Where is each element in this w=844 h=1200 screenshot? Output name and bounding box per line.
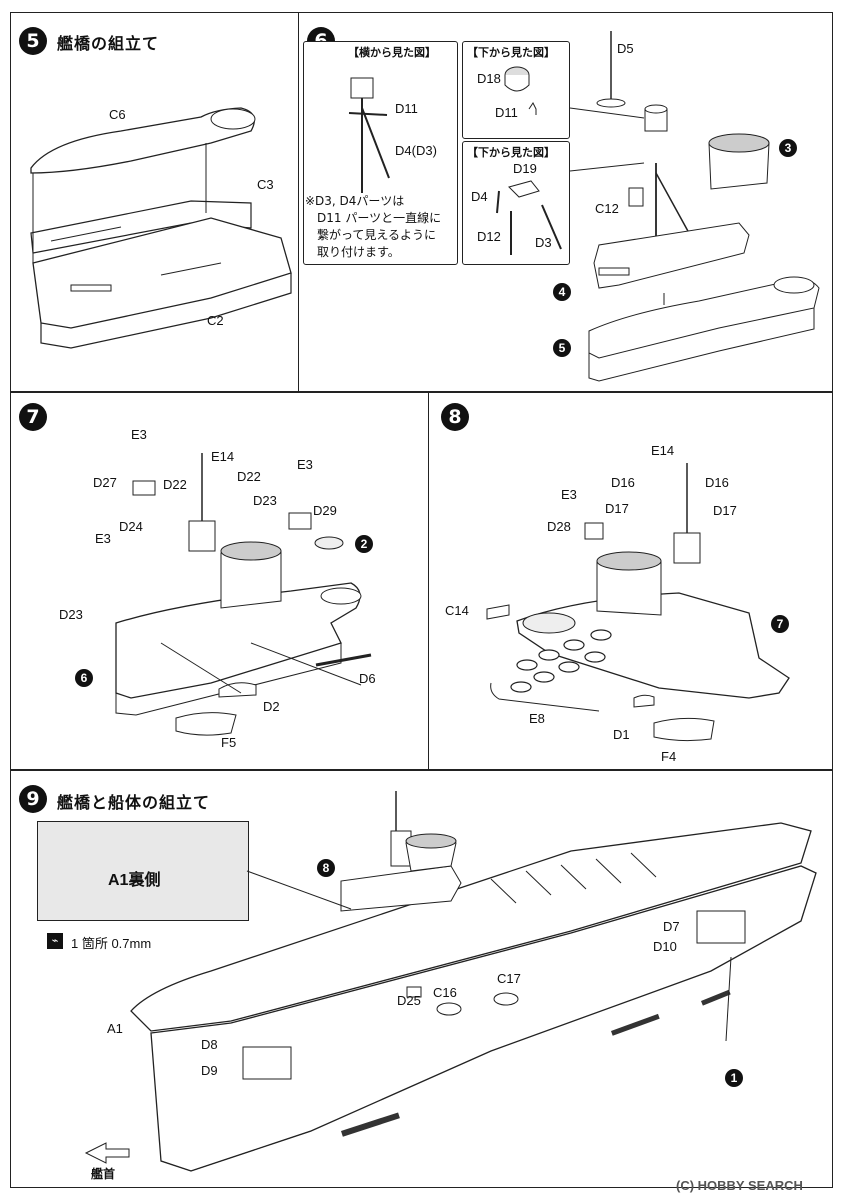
side-view-heading: 【横から見た図】 — [348, 46, 436, 59]
label-d4: D4 — [471, 189, 488, 204]
step7-drawing — [115, 453, 372, 736]
label-c16: C16 — [433, 985, 457, 1000]
label-d7: D7 — [663, 919, 680, 934]
step7-number: 7 — [19, 403, 47, 431]
label-d23-b: D23 — [59, 607, 83, 622]
label-d5: D5 — [617, 41, 634, 56]
ref-2: 2 — [355, 535, 373, 553]
note-line-4: 取り付けます。 — [317, 245, 400, 259]
a1-underside-inset: A1裏側 — [37, 821, 249, 921]
note-line-3: 繋がって見えるように — [317, 228, 437, 242]
label-d9: D9 — [201, 1063, 218, 1078]
label-d10: D10 — [653, 939, 677, 954]
label-d27: D27 — [93, 475, 117, 490]
ref-6: 6 — [75, 669, 93, 687]
label-e3-b: E3 — [297, 457, 313, 472]
step8-drawing — [486, 463, 790, 742]
label-d1: D1 — [613, 727, 630, 742]
label-c12: C12 — [595, 201, 619, 216]
step7-panel: 7 E3 D27 D22 E14 D22 D23 E3 D29 D24 E3 D… — [10, 392, 430, 770]
label-e3: E3 — [561, 487, 577, 502]
step6-panel: 6 【横から見た図】 【下から見た図】 【下から見た図】 — [298, 12, 833, 392]
step8-panel: 8 E14 D16 D16 E3 D17 D17 D28 C14 E8 D1 — [428, 392, 833, 770]
bow-label: 艦首 — [91, 1167, 116, 1181]
label-a1: A1 — [107, 1021, 123, 1036]
label-e3-c: E3 — [95, 531, 111, 546]
step9-drawing — [84, 791, 817, 1172]
label-d12: D12 — [477, 229, 501, 244]
bottom-view-heading-1: 【下から見た図】 — [467, 46, 555, 59]
ref-1: 1 — [725, 1069, 743, 1087]
label-d11-side: D11 — [395, 101, 418, 116]
ref-4: 4 — [553, 283, 571, 301]
note-line-1: ※D3, D4パーツは — [305, 194, 405, 208]
label-d4-d3: D4(D3) — [395, 143, 437, 158]
label-c14: C14 — [445, 603, 469, 618]
label-d8: D8 — [201, 1037, 218, 1052]
step5-title: 艦橋の組立て — [57, 34, 160, 53]
step9-panel: 9 艦橋と船体の組立て A1裏側 ⌁ 1 箇所 0.7mm — [10, 770, 833, 1188]
label-d11-bottom: D11 — [495, 105, 518, 120]
inset-title: A1裏側 — [108, 872, 161, 889]
ref-7: 7 — [771, 615, 789, 633]
watermark: (C) HOBBY SEARCH — [676, 1178, 803, 1193]
step8-number: 8 — [441, 403, 469, 431]
step5-panel: 5 艦橋の組立て C6 C3 C2 — [10, 12, 300, 392]
label-d25: D25 — [397, 993, 421, 1008]
label-d23-a: D23 — [253, 493, 277, 508]
label-d29: D29 — [313, 503, 337, 518]
ref-3: 3 — [779, 139, 797, 157]
label-d3: D3 — [535, 235, 552, 250]
label-e3-a: E3 — [131, 427, 147, 442]
side-view-box: 【横から見た図】 — [303, 41, 458, 265]
ref-5: 5 — [553, 339, 571, 357]
label-e8: E8 — [529, 711, 545, 726]
label-d28: D28 — [547, 519, 571, 534]
label-e14: E14 — [651, 443, 675, 458]
label-e14: E14 — [211, 449, 235, 464]
step9-title: 艦橋と船体の組立て — [57, 793, 211, 812]
step5-number: 5 — [19, 27, 47, 55]
step6-drawing — [348, 31, 820, 382]
step9-number: 9 — [19, 785, 47, 813]
label-d19: D19 — [513, 161, 537, 176]
drill-note: 1 箇所 0.7mm — [71, 936, 152, 951]
label-c6: C6 — [109, 107, 126, 122]
label-c17: C17 — [497, 971, 521, 986]
label-d2: D2 — [263, 699, 280, 714]
label-d22-a: D22 — [163, 477, 187, 492]
step6-note: ※D3, D4パーツは D11 パーツと一直線に 繋がって見えるように 取り付け… — [305, 193, 441, 261]
label-d17-b: D17 — [713, 503, 737, 518]
label-d6: D6 — [359, 671, 376, 686]
bottom-view-heading-2: 【下から見た図】 — [467, 146, 555, 159]
label-c2: C2 — [207, 313, 224, 328]
note-line-2: D11 パーツと一直線に — [317, 211, 442, 225]
bottom-view-box-2: 【下から見た図】 — [462, 141, 570, 265]
label-d18: D18 — [477, 71, 501, 86]
label-d16-a: D16 — [611, 475, 635, 490]
label-d24: D24 — [119, 519, 143, 534]
label-d17-a: D17 — [605, 501, 629, 516]
label-f5: F5 — [221, 735, 237, 750]
label-c3: C3 — [257, 177, 274, 192]
label-d22-b: D22 — [237, 469, 261, 484]
label-f4: F4 — [661, 749, 677, 764]
bridge-assembly-drawing — [30, 107, 292, 349]
ref-8: 8 — [317, 859, 335, 877]
drill-icon: ⌁ — [47, 933, 63, 949]
label-d16-b: D16 — [705, 475, 729, 490]
